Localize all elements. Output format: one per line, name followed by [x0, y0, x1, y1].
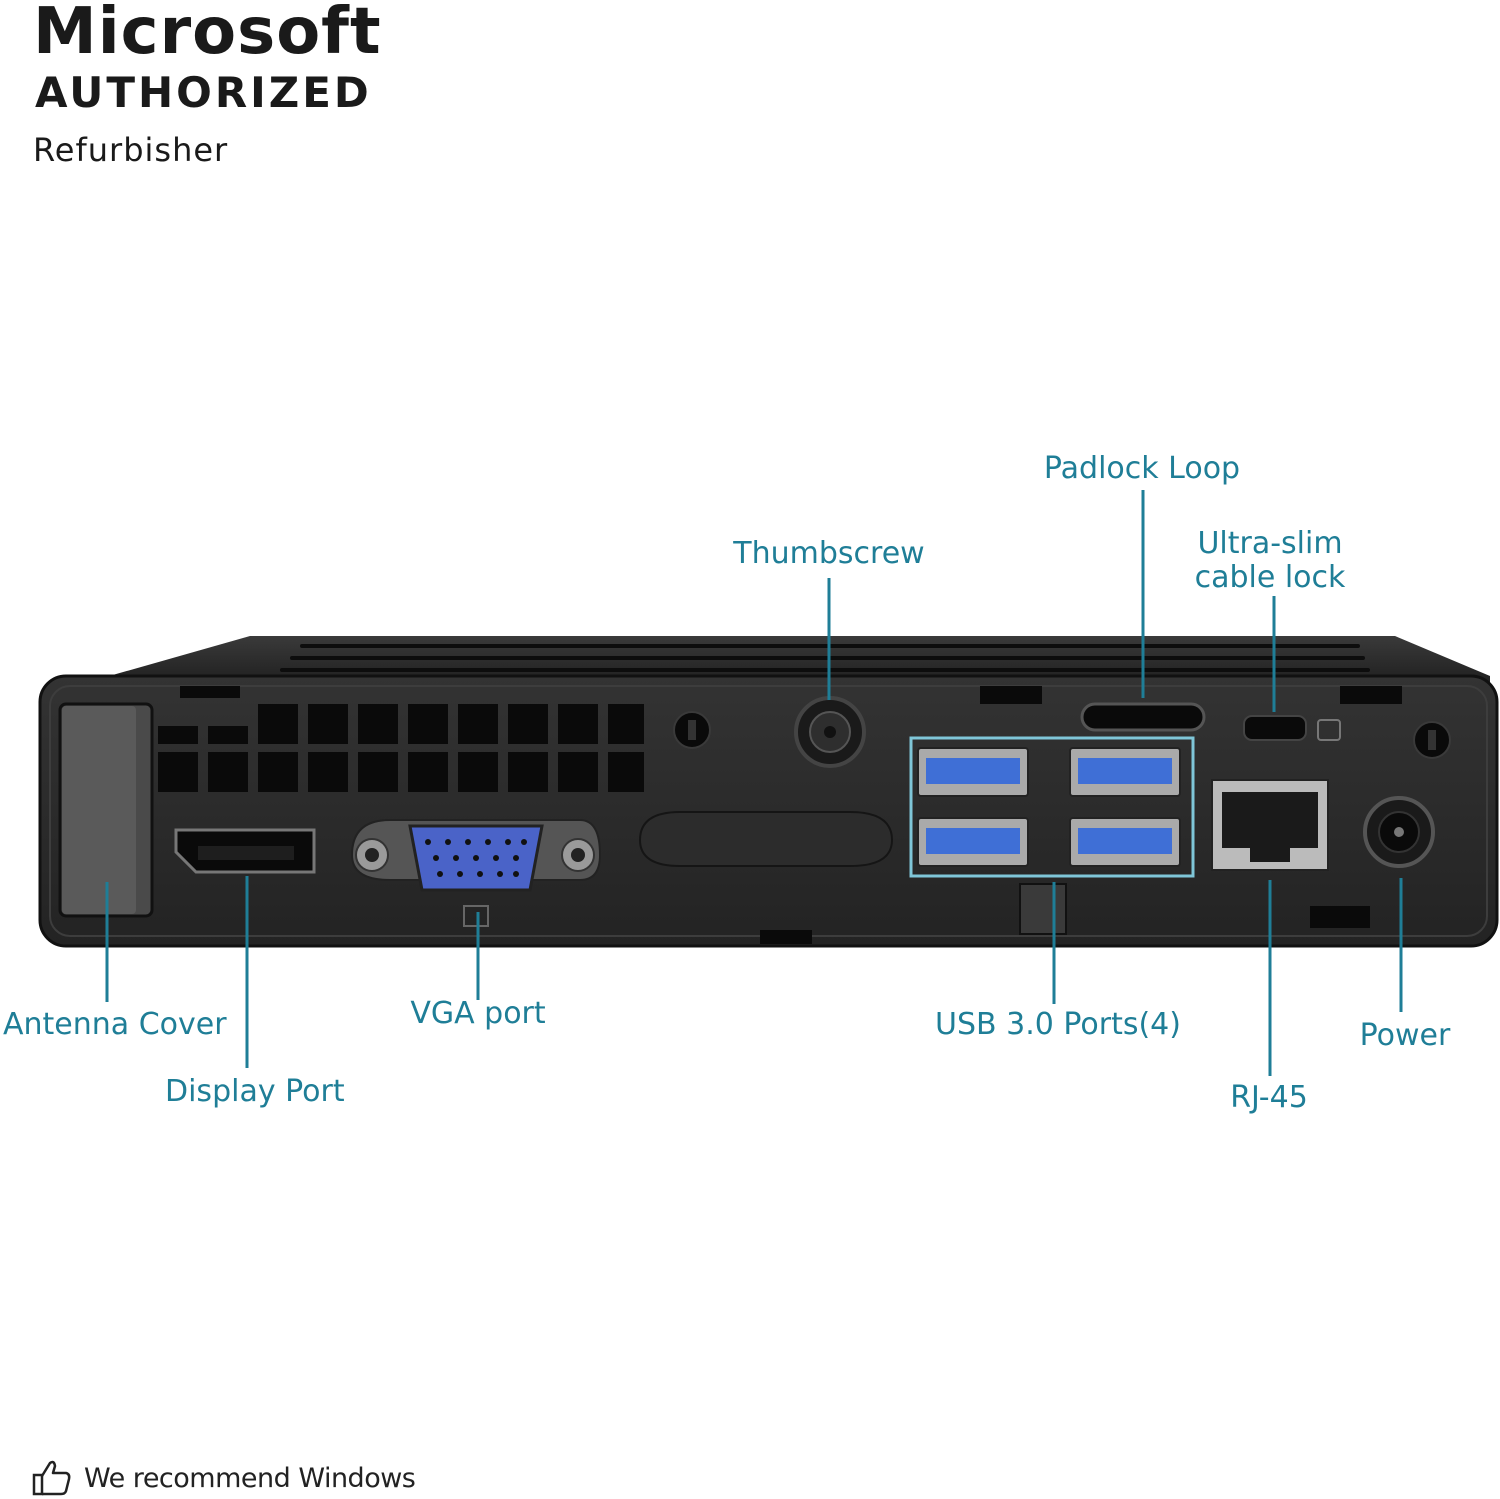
- power-jack: [1363, 796, 1435, 868]
- label-display-port: Display Port: [165, 1074, 345, 1109]
- rj45-port: [1211, 779, 1329, 871]
- thumbs-up-icon: [32, 1460, 71, 1496]
- windows-recommendation-text: We recommend Windows: [84, 1462, 416, 1494]
- badge-brand: Microsoft: [33, 0, 382, 69]
- badge-refurbisher: Refurbisher: [33, 131, 229, 169]
- label-padlock-loop: Padlock Loop: [1043, 451, 1241, 486]
- cable-lock-slot: [1243, 715, 1307, 741]
- label-ultra-slim-line1: Ultra-slim: [1197, 526, 1343, 561]
- callout-lines: [105, 490, 1403, 1076]
- thumbscrew: [794, 696, 866, 768]
- label-thumbscrew: Thumbscrew: [733, 536, 925, 571]
- blank-cover: [638, 811, 894, 867]
- label-usb-ports: USB 3.0 Ports(4): [935, 1007, 1181, 1042]
- badge-authorized: AUTHORIZED: [35, 68, 372, 117]
- vga-port: [350, 819, 602, 927]
- windows-recommendation: We recommend Windows: [30, 1458, 416, 1498]
- label-power: Power: [1359, 1018, 1451, 1053]
- label-rj45: RJ-45: [1230, 1080, 1308, 1115]
- label-vga-port: VGA port: [410, 996, 546, 1031]
- label-ultra-slim-line2: cable lock: [1194, 560, 1346, 595]
- vent-grid: [158, 704, 644, 792]
- padlock-loop: [1080, 702, 1206, 732]
- usb-3-ports: [909, 736, 1195, 878]
- label-antenna-cover: Antenna Cover: [3, 1007, 227, 1042]
